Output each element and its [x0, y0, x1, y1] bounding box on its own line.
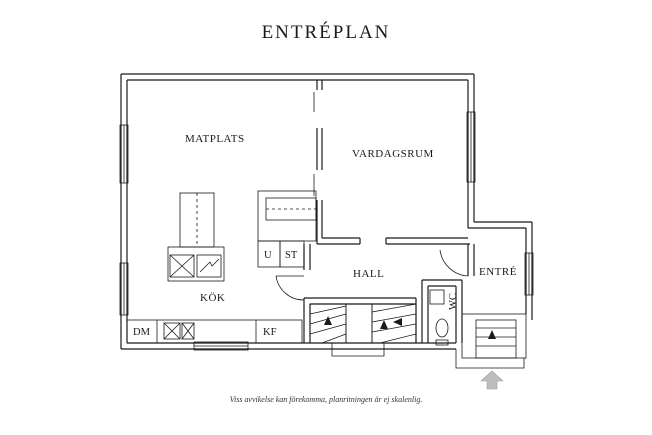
- staircase-right: [371, 303, 417, 344]
- plan-title: ENTRÉPLAN: [261, 22, 391, 43]
- entrance-steps: [455, 313, 527, 369]
- stair-up-arrow-right: [393, 318, 402, 326]
- fixture-label-u: U: [264, 250, 272, 261]
- stair-arrows: [324, 316, 496, 339]
- room-label-hall: HALL: [353, 268, 384, 280]
- room-label-matplats: MATPLATS: [185, 133, 245, 145]
- room-label-entre: ENTRÉ: [479, 266, 517, 278]
- windows: [119, 111, 534, 351]
- kitchen-counter: [126, 319, 303, 344]
- stair-up-arrow-left: [324, 316, 332, 325]
- entrance-stair-arrow: [488, 330, 496, 339]
- kitchen-island: [167, 192, 225, 282]
- stair-up-arrow-center: [380, 320, 388, 329]
- stair-landing: [331, 303, 385, 357]
- storage-cabinets: [257, 190, 317, 268]
- fixture-label-st: ST: [285, 250, 298, 261]
- door-swings: [275, 92, 469, 301]
- entrance-arrow-icon: [480, 370, 504, 390]
- disclaimer-text: Viss avvikelse kan förekomma, planritnin…: [229, 395, 423, 404]
- wc-fixtures: [429, 289, 449, 346]
- fixture-label-dm: DM: [133, 327, 151, 338]
- room-label-vardagsrum: VARDAGSRUM: [352, 148, 434, 160]
- room-label-kok: KÖK: [200, 292, 225, 304]
- outer-walls: [120, 73, 533, 350]
- fixture-label-wc: WC: [448, 293, 459, 310]
- fixture-label-kf: KF: [263, 327, 277, 338]
